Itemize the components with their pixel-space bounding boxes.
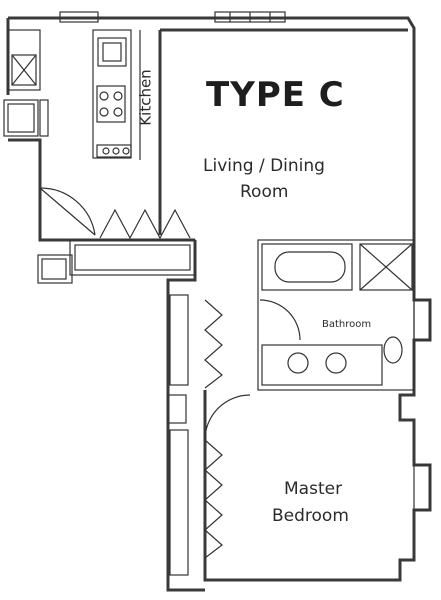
master-label-line1: Master [284, 479, 343, 499]
corridor-wardrobes [167, 294, 251, 576]
bathroom-fixtures [257, 239, 415, 391]
bathroom-label: Bathroom [322, 319, 372, 330]
bedroom-windows [413, 299, 431, 511]
living-label-line1: Living / Dining [203, 156, 325, 176]
top-windows [59, 11, 286, 23]
living-wardrobe [37, 208, 196, 284]
kitchen-label: Kitchen [136, 69, 155, 126]
master-label-line2: Bedroom [272, 506, 349, 526]
left-window-units [3, 29, 49, 137]
kitchen-counter [92, 29, 141, 160]
plan-title: TYPE C [206, 75, 345, 115]
entry-door [39, 187, 96, 236]
living-label-line2: Room [240, 182, 289, 202]
